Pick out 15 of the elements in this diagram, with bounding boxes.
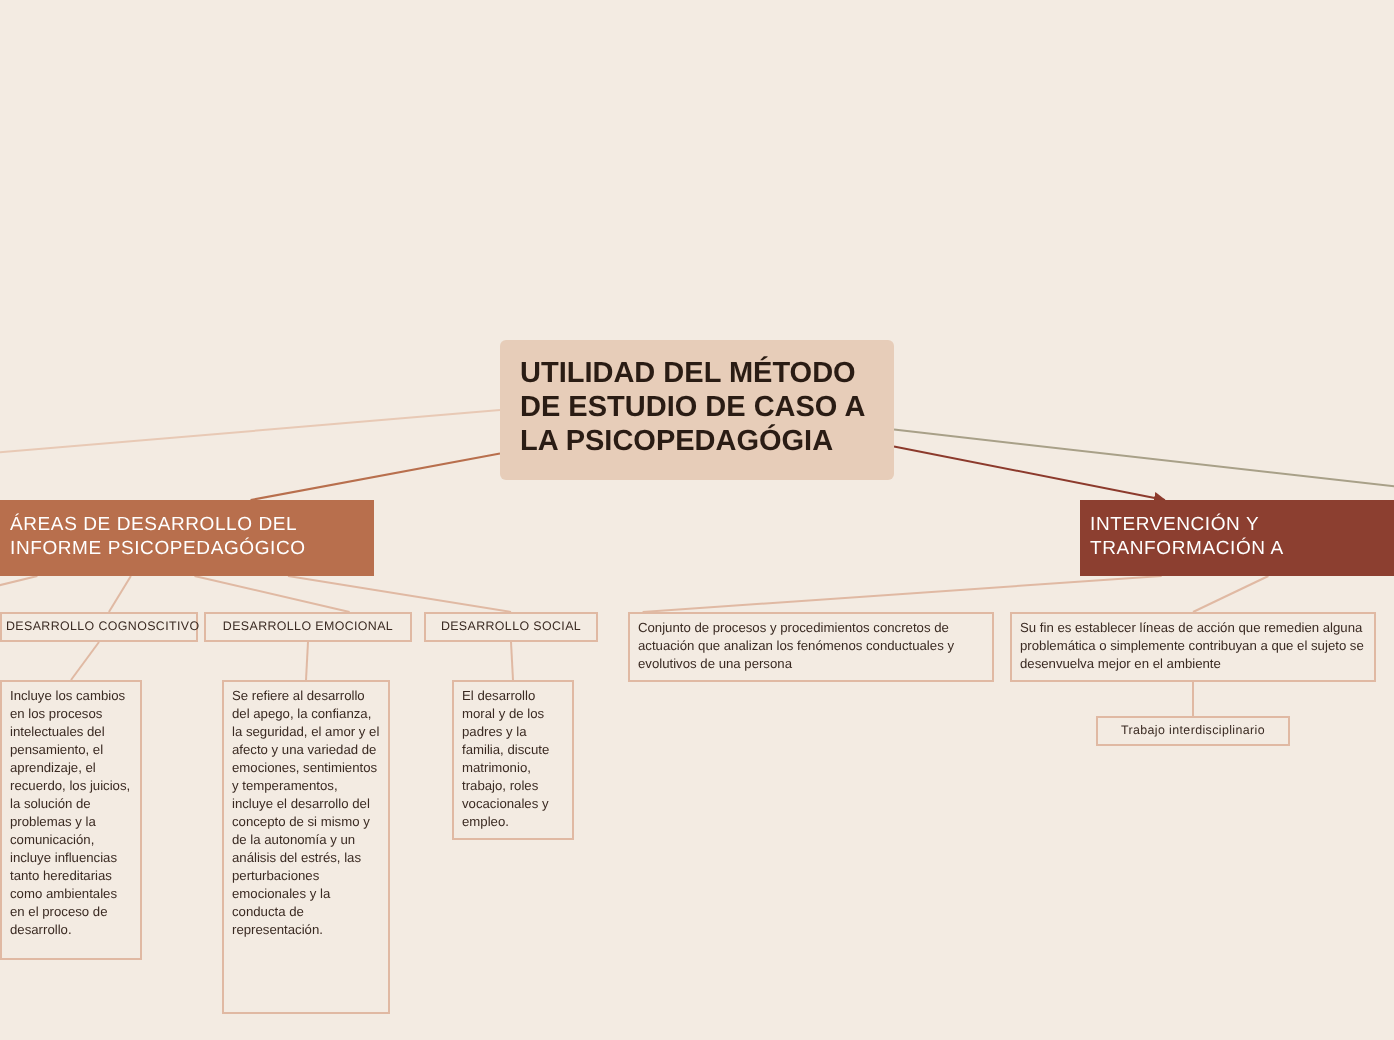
connector-line [510,641,514,681]
branch-box: INTERVENCIÓN Y TRANFORMACIÓN A [1080,500,1394,576]
connector-line [70,641,100,681]
connector-line [893,445,1166,504]
connector-line [0,575,39,591]
connector-line [1192,681,1194,717]
connector-line [193,575,351,613]
branch-box: ÁREAS DE DESARROLLO DEL INFORME PSICOPEDAGÓGICO [0,500,374,576]
connector-line [249,452,501,501]
connector-line [287,575,512,613]
topic-box: UTILIDAD DEL MÉTODO DE ESTUDIO DE CASO A LA PSICOPEDAGÓGIA [500,340,894,480]
connector-line [0,409,501,455]
connector-line [641,575,1163,613]
connector-line [305,641,309,681]
connector-line [107,575,132,613]
